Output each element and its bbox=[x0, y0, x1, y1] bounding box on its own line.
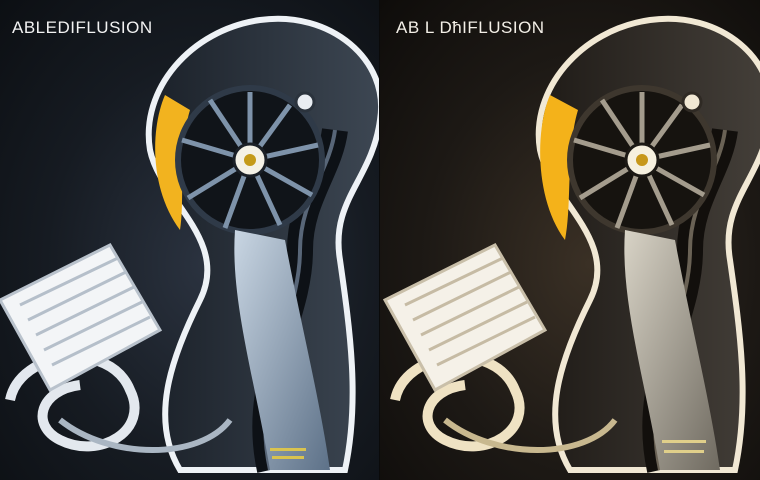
left-panel: ABLEDIFLUSION bbox=[0, 0, 380, 480]
right-caption: AB L DħIFLUSION bbox=[396, 18, 545, 37]
left-device-illustration bbox=[0, 15, 380, 473]
heatsink-module bbox=[382, 243, 548, 393]
right-panel: AB L DħIFLUSION bbox=[380, 0, 760, 480]
heatsink-module bbox=[0, 243, 163, 393]
right-device-illustration bbox=[382, 15, 760, 473]
yellow-accent-shape bbox=[155, 95, 190, 230]
left-caption: ABLEDIFLUSION bbox=[12, 18, 153, 37]
yellow-accent-shape bbox=[540, 95, 578, 240]
